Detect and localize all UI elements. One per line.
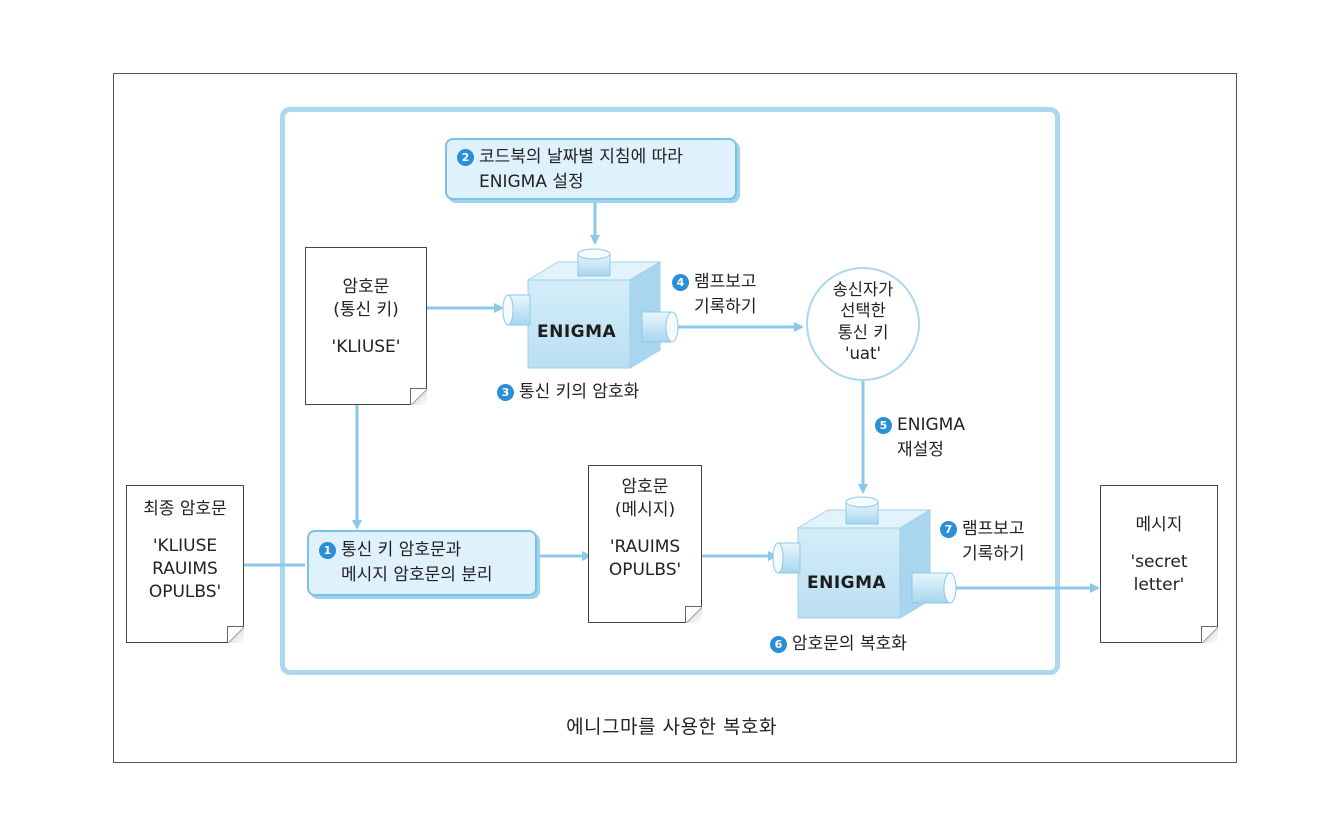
step2-number-icon: 2: [457, 149, 474, 166]
cipher-key-document: 암호문 (통신 키) 'KLIUSE': [305, 247, 427, 405]
sender-key-line1: 송신자가: [832, 280, 894, 299]
step6-number-icon: 6: [770, 636, 787, 653]
step3-number-icon: 3: [497, 384, 514, 401]
step7-label: 7 램프보고 기록하기: [940, 517, 1025, 566]
sender-key-line3: 통신 키: [837, 322, 889, 342]
sender-key-circle: 송신자가 선택한 통신 키 'uat': [806, 267, 920, 381]
plain-doc-line1: 메시지: [1135, 515, 1183, 535]
final-doc-line1: 최종 암호문: [143, 499, 227, 519]
figure-caption: 에니그마를 사용한 복호화: [566, 716, 777, 738]
msg-doc-line4: OPULBS': [608, 559, 682, 580]
cipher-key-doc-line2: (통신 키): [333, 299, 399, 320]
plaintext-message-document: 메시지 'secret letter': [1100, 485, 1218, 643]
step5-number-icon: 5: [875, 417, 892, 434]
step5-line1: ENIGMA: [897, 415, 965, 435]
msg-doc-line2: (메시지): [614, 499, 676, 520]
plain-doc-line3: letter': [1133, 574, 1185, 595]
msg-doc-line3: 'RAUIMS: [609, 536, 681, 557]
final-doc-line4: OPULBS': [148, 581, 222, 602]
enigma-2-label: ENIGMA: [807, 573, 887, 593]
step6-text: 암호문의 복호화: [792, 634, 907, 654]
message-ciphertext-document: 암호문 (메시지) 'RAUIMS OPULBS': [588, 465, 702, 623]
step6-label: 6 암호문의 복호화: [770, 632, 907, 657]
step1-line1: 통신 키 암호문과: [341, 540, 462, 560]
step2-codebook-box: 2 코드북의 날짜별 지침에 따라 ENIGMA 설정: [445, 138, 737, 200]
cipher-key-doc-line1: 암호문: [342, 277, 390, 297]
final-doc-line2: 'KLIUSE: [152, 535, 218, 556]
msg-doc-line1: 암호문: [621, 477, 669, 497]
step5-label: 5 ENIGMA 재설정: [875, 413, 965, 462]
connector-arrows: [243, 200, 1100, 593]
enigma-machine-1-graphic: [502, 248, 679, 369]
final-ciphertext-document: 최종 암호문 'KLIUSE RAUIMS OPULBS': [126, 485, 244, 643]
step1-separation-box: 1 통신 키 암호문과 메시지 암호문의 분리: [307, 530, 537, 596]
step7-line1: 램프보고: [962, 519, 1025, 539]
plain-doc-line2: 'secret: [1130, 551, 1188, 572]
step4-line1: 램프보고: [694, 272, 757, 292]
final-doc-line3: RAUIMS: [152, 558, 218, 579]
sender-key-line4: 'uat': [844, 344, 882, 364]
step7-line2: 기록하기: [962, 543, 1025, 564]
step1-line2: 메시지 암호문의 분리: [341, 564, 493, 585]
enigma-machine-2-graphic: [772, 496, 957, 619]
cipher-key-doc-line3: 'KLIUSE': [331, 336, 401, 357]
step3-text: 통신 키의 암호화: [519, 382, 640, 402]
step7-number-icon: 7: [940, 521, 957, 538]
step1-number-icon: 1: [319, 542, 336, 559]
enigma-1-label: ENIGMA: [537, 322, 617, 342]
step4-line2: 기록하기: [694, 296, 757, 317]
decryption-process-panel: [280, 107, 1060, 675]
step4-number-icon: 4: [672, 274, 689, 291]
step2-line1: 코드북의 날짜별 지침에 따라: [479, 147, 683, 167]
step5-line2: 재설정: [897, 439, 944, 460]
step3-label: 3 통신 키의 암호화: [497, 380, 639, 405]
step4-label: 4 램프보고 기록하기: [672, 270, 757, 319]
sender-key-line2: 선택한: [840, 301, 886, 321]
step2-line2: ENIGMA 설정: [479, 171, 584, 192]
